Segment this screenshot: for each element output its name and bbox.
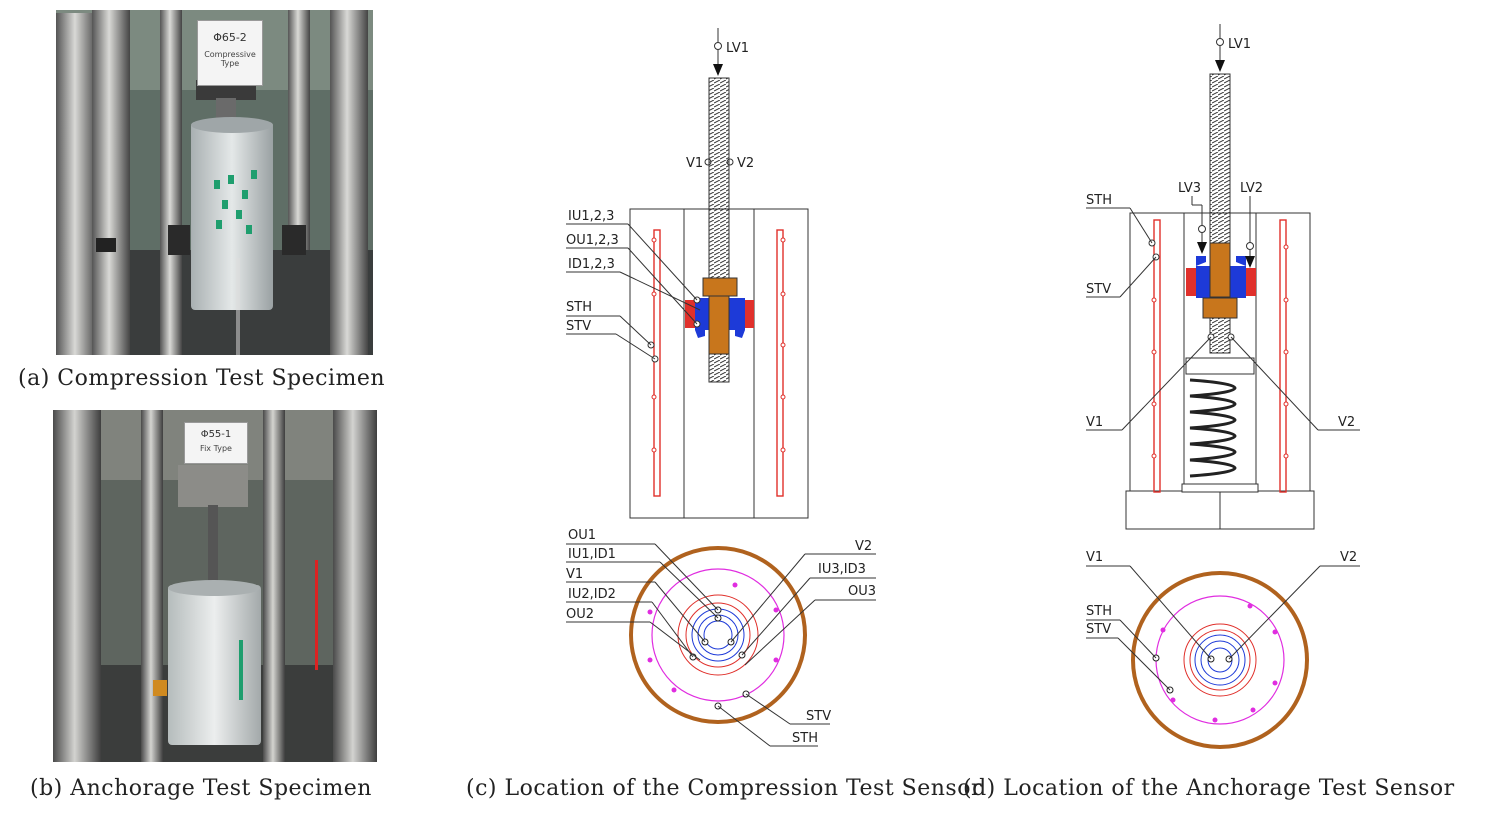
diagram-d-plan-labels: V1 V2 STH STV <box>1086 550 1357 637</box>
label-c-ou1: OU1 <box>568 528 596 543</box>
label-c-iu2id2: IU2,ID2 <box>568 587 616 602</box>
label-d-lv3: LV3 <box>1178 181 1201 196</box>
label-c-plan-v2: V2 <box>855 539 872 554</box>
label-c-id: ID1,2,3 <box>568 257 615 272</box>
label-d-v2: V2 <box>1338 415 1355 430</box>
photo-b-sign: Φ55-1 Fix Type <box>184 422 248 464</box>
photo-a-sign-sub2: Type <box>220 59 240 68</box>
photo-b-sign-sub1: Fix Type <box>200 444 232 453</box>
photo-a-illustration <box>56 10 373 355</box>
photo-b-illustration <box>53 410 377 762</box>
photo-anchorage-specimen: Φ55-1 Fix Type <box>53 410 377 762</box>
label-d-stv: STV <box>1086 282 1111 297</box>
photo-a-sign-sub1: Compressive <box>204 50 256 59</box>
label-d-plan-sth: STH <box>1086 604 1112 619</box>
caption-b: (b) Anchorage Test Specimen <box>30 776 372 801</box>
label-c-stv: STV <box>566 319 591 334</box>
diagram-d-elevation <box>1086 24 1360 530</box>
label-c-plan-sth: STH <box>792 731 818 746</box>
label-c-iu1id1: IU1,ID1 <box>568 547 616 562</box>
caption-a: (a) Compression Test Specimen <box>18 366 386 391</box>
label-d-plan-v2: V2 <box>1340 550 1357 565</box>
diagram-d-plan <box>1086 565 1360 749</box>
label-d-v1: V1 <box>1086 415 1103 430</box>
caption-c: (c) Location of the Compression Test Sen… <box>466 776 982 801</box>
label-c-plan-v1: V1 <box>566 567 583 582</box>
label-d-sth: STH <box>1086 193 1112 208</box>
label-c-sth: STH <box>566 300 592 315</box>
label-c-v1: V1 <box>686 156 703 171</box>
photo-compression-specimen: Φ65-2 Compressive Type <box>56 10 373 355</box>
diagram-c-plan <box>566 543 876 747</box>
label-d-lv2: LV2 <box>1240 181 1263 196</box>
label-c-plan-stv: STV <box>806 709 831 724</box>
diagram-c-labels: LV1 V1 V2 IU1,2,3 OU1,2,3 ID1,2,3 STH ST… <box>566 41 754 334</box>
label-c-iu3id3: IU3,ID3 <box>818 562 866 577</box>
label-d-plan-v1: V1 <box>1086 550 1103 565</box>
label-c-ou: OU1,2,3 <box>566 233 619 248</box>
photo-b-sign-title: Φ55-1 <box>200 429 232 440</box>
diagram-c-plan-labels: OU1 IU1,ID1 V1 IU2,ID2 OU2 V2 IU3,ID3 OU… <box>566 528 876 746</box>
caption-d: (d) Location of the Anchorage Test Senso… <box>963 776 1455 801</box>
label-c-ou2: OU2 <box>566 607 594 622</box>
label-c-iu: IU1,2,3 <box>568 209 614 224</box>
diagram-c-elevation <box>566 28 809 519</box>
label-d-plan-stv: STV <box>1086 622 1111 637</box>
label-c-v2: V2 <box>737 156 754 171</box>
label-c-ou3: OU3 <box>848 584 876 599</box>
photo-a-sign-title: Φ65-2 <box>213 31 247 44</box>
photo-a-sign: Φ65-2 Compressive Type <box>197 20 263 86</box>
label-d-lv1: LV1 <box>1228 37 1251 52</box>
diagram-d-labels: LV1 LV3 LV2 STH STV V1 V2 <box>1086 37 1355 430</box>
label-c-lv1: LV1 <box>726 41 749 56</box>
